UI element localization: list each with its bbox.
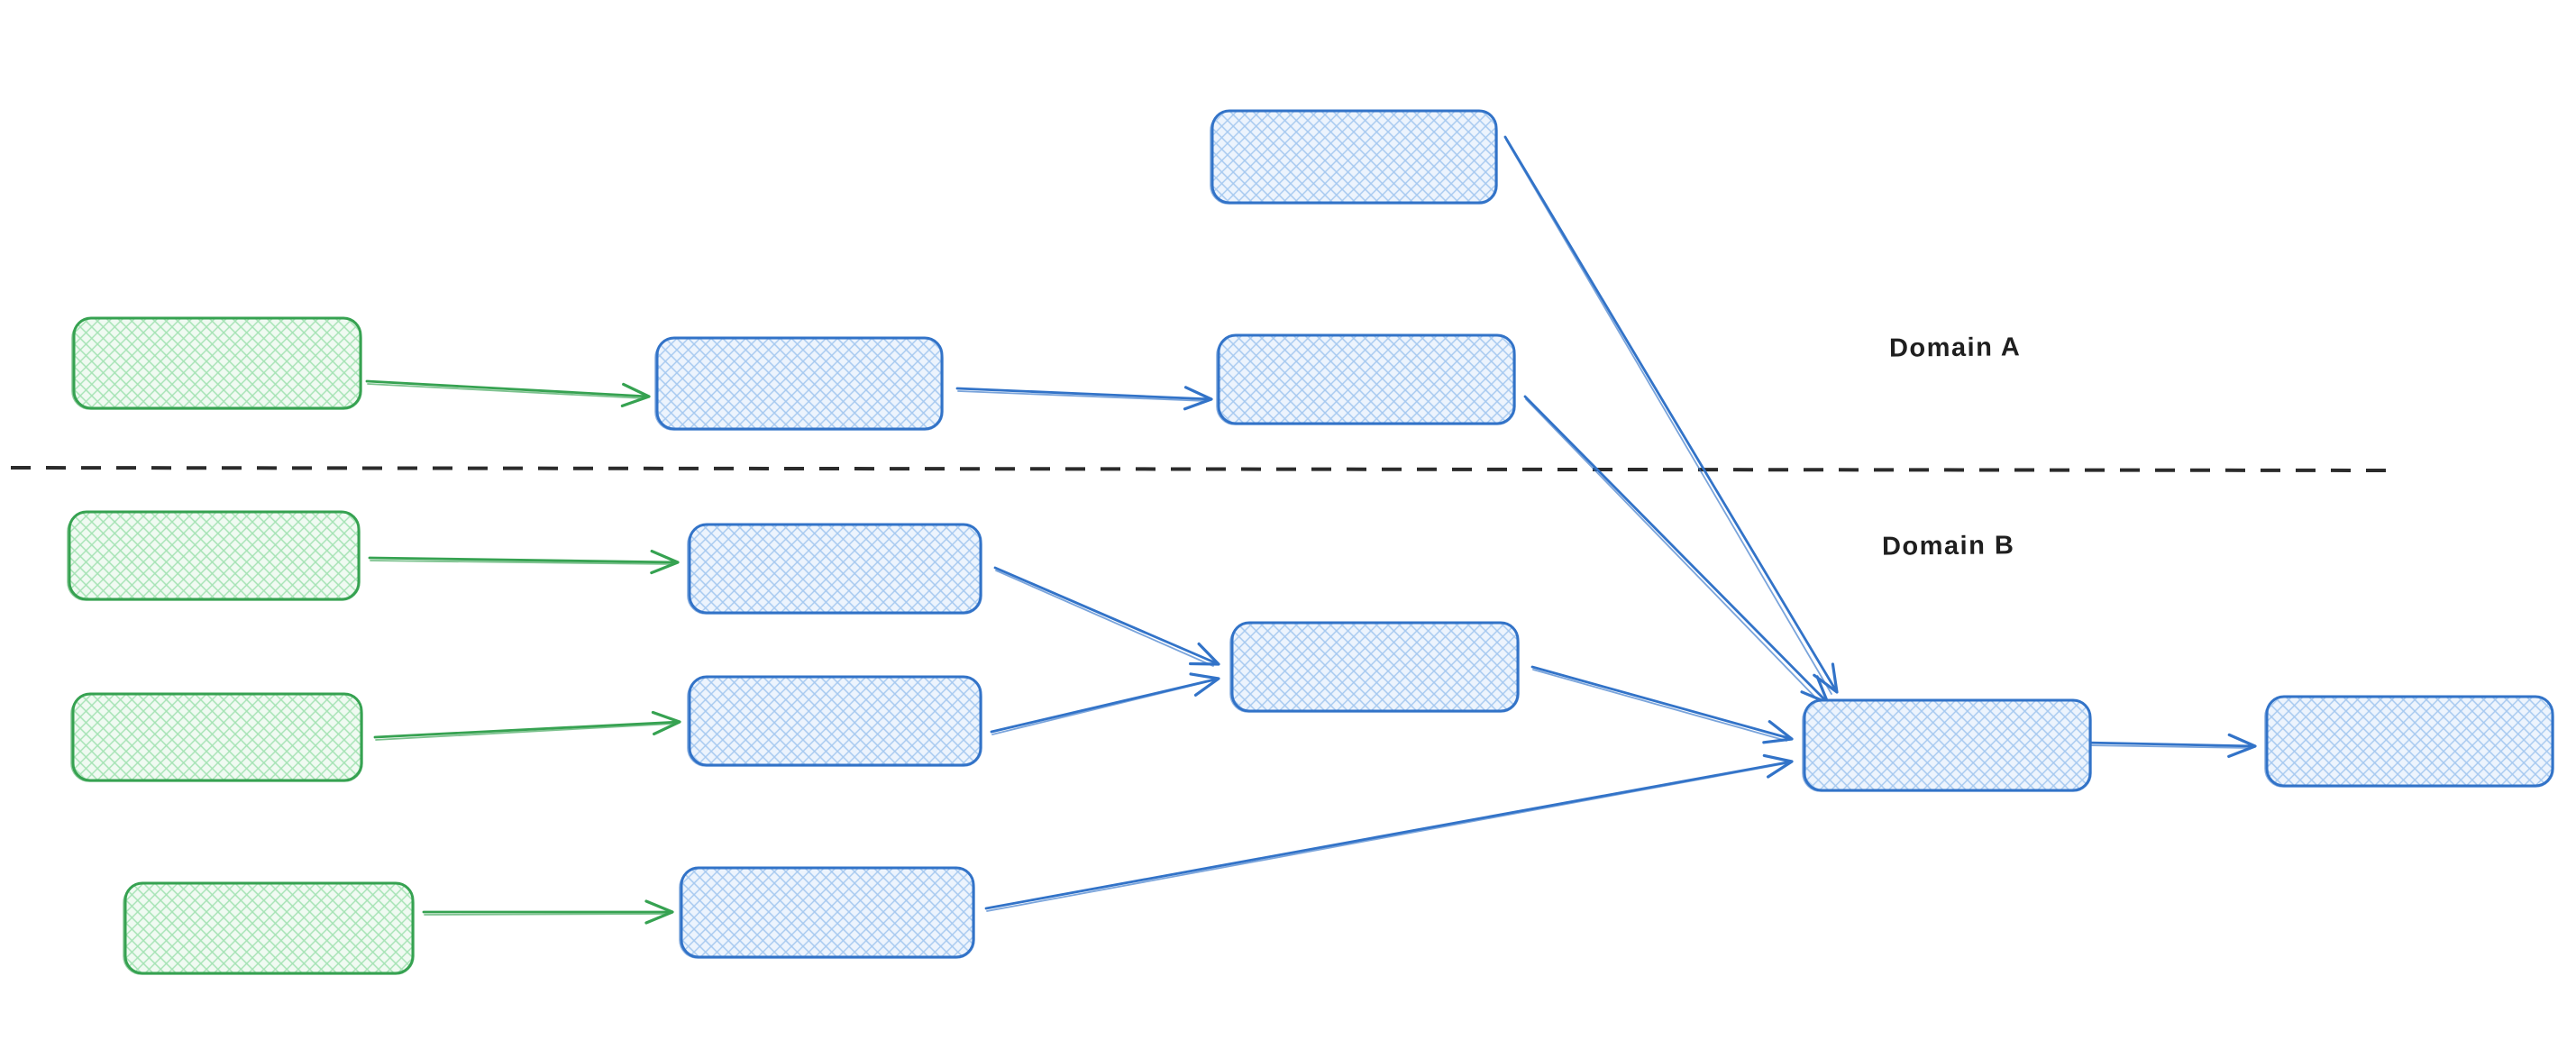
edge-merge-b__merge-all[interactable] [1530,665,1794,744]
edge-source-b2__stage-b2[interactable] [373,710,681,741]
node-merge-b[interactable] [1229,621,1520,713]
node-stage-b3[interactable] [679,866,975,959]
node-stage-a2[interactable] [1216,333,1516,425]
domain-divider-dashed-line[interactable] [10,466,2395,472]
node-merge-all[interactable] [1802,698,2092,792]
node-stage-a1[interactable] [654,336,944,431]
node-source-b3[interactable] [123,881,415,975]
edge-stage-a2__merge-all[interactable] [1523,395,1830,706]
node-output[interactable] [2264,695,2554,788]
edge-stage-b2__merge-b[interactable] [990,672,1220,735]
edge-source-b1__stage-b1[interactable] [368,549,680,575]
domain-b-label[interactable]: Domain B [1881,531,2015,561]
edge-input-a-direct__merge-all[interactable] [1503,135,1839,695]
node-source-a[interactable] [71,316,362,410]
domain-a-label[interactable]: Domain A [1888,333,2022,363]
node-stage-b1[interactable] [687,523,982,615]
edge-source-b3__stage-b3[interactable] [422,899,674,925]
edge-stage-a1__stage-a2[interactable] [955,386,1213,411]
node-stage-b2[interactable] [687,675,982,767]
edge-stage-b1__merge-b[interactable] [993,566,1220,667]
edge-merge-all__output[interactable] [2082,733,2257,758]
edge-source-a__stage-a1[interactable] [365,379,651,408]
node-input-a-direct[interactable] [1210,109,1498,205]
edge-stage-b3__merge-all[interactable] [984,753,1794,912]
node-source-b1[interactable] [67,510,361,601]
node-source-b2[interactable] [70,692,363,782]
